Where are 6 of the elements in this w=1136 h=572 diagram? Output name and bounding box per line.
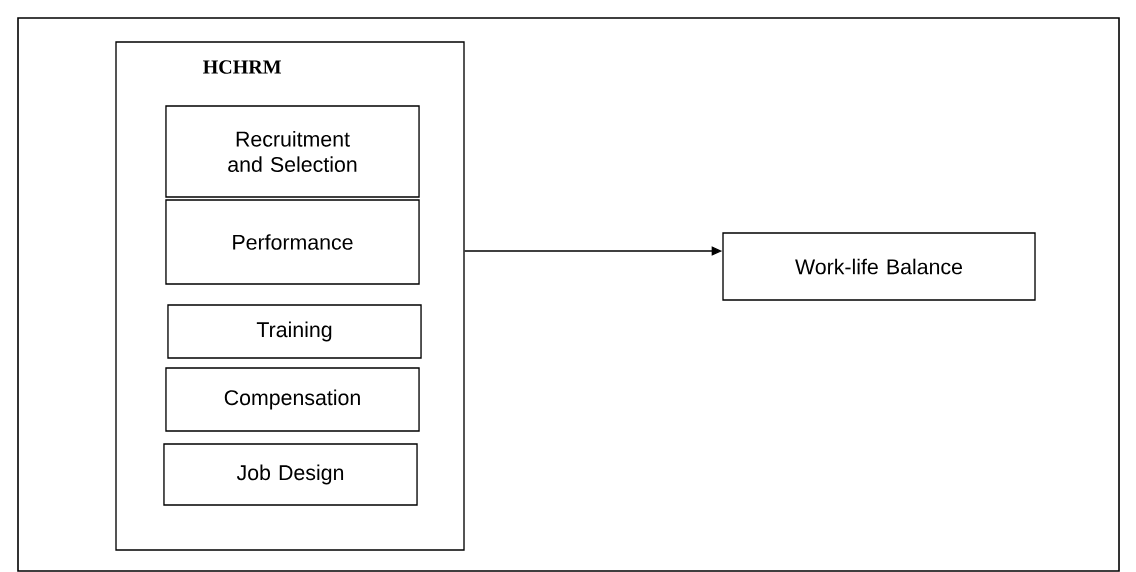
process-box: Performance bbox=[165, 199, 420, 285]
process-box: Training bbox=[167, 304, 422, 359]
process-box: Compensation bbox=[165, 367, 420, 432]
process-box: Recruitment and Selection bbox=[165, 105, 420, 198]
process-box: Job Design bbox=[163, 443, 418, 506]
process-box: Work-life Balance bbox=[722, 232, 1036, 301]
